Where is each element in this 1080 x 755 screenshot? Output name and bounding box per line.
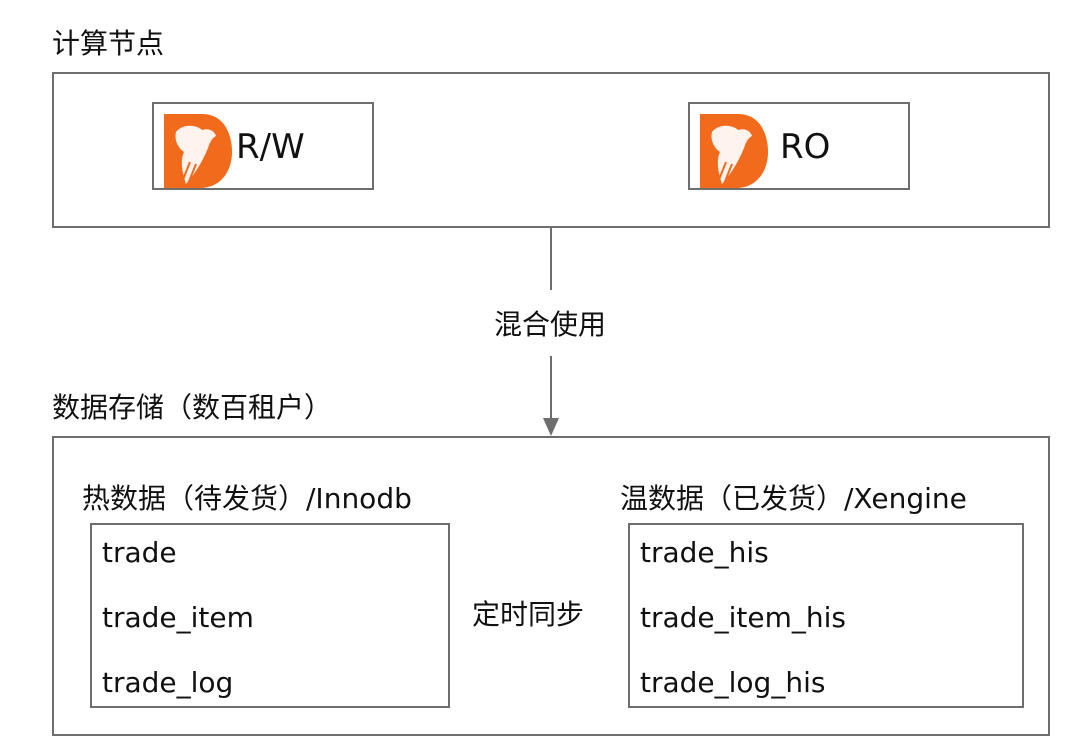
compute-section-title: 计算节点 [52,27,165,60]
hot-data-table-list: trade trade_item trade_log [90,523,450,708]
sync-label: 定时同步 [472,598,585,631]
ro-node-label: RO [780,127,831,167]
ro-node: RO [688,102,910,190]
connector-label: 混合使用 [494,308,607,341]
hot-data-title: 热数据（待发货）/Innodb [82,482,412,515]
warm-table-trade-log-his: trade_log_his [640,666,826,699]
rw-node-label: R/W [236,127,305,167]
hot-table-trade-item: trade_item [102,601,254,634]
hot-table-trade: trade [102,536,177,569]
warm-table-trade-item-his: trade_item_his [640,601,847,634]
connector-arrowhead [543,418,559,436]
polardb-logo-icon [700,114,768,188]
rw-node: R/W [152,102,374,190]
storage-section-title: 数据存储（数百租户） [52,391,333,424]
warm-data-title: 温数据（已发货）/Xengine [620,482,967,515]
warm-data-table-list: trade_his trade_item_his trade_log_his [628,523,1024,708]
warm-table-trade-his: trade_his [640,536,769,569]
polardb-logo-icon [164,114,232,188]
hot-table-trade-log: trade_log [102,666,234,699]
